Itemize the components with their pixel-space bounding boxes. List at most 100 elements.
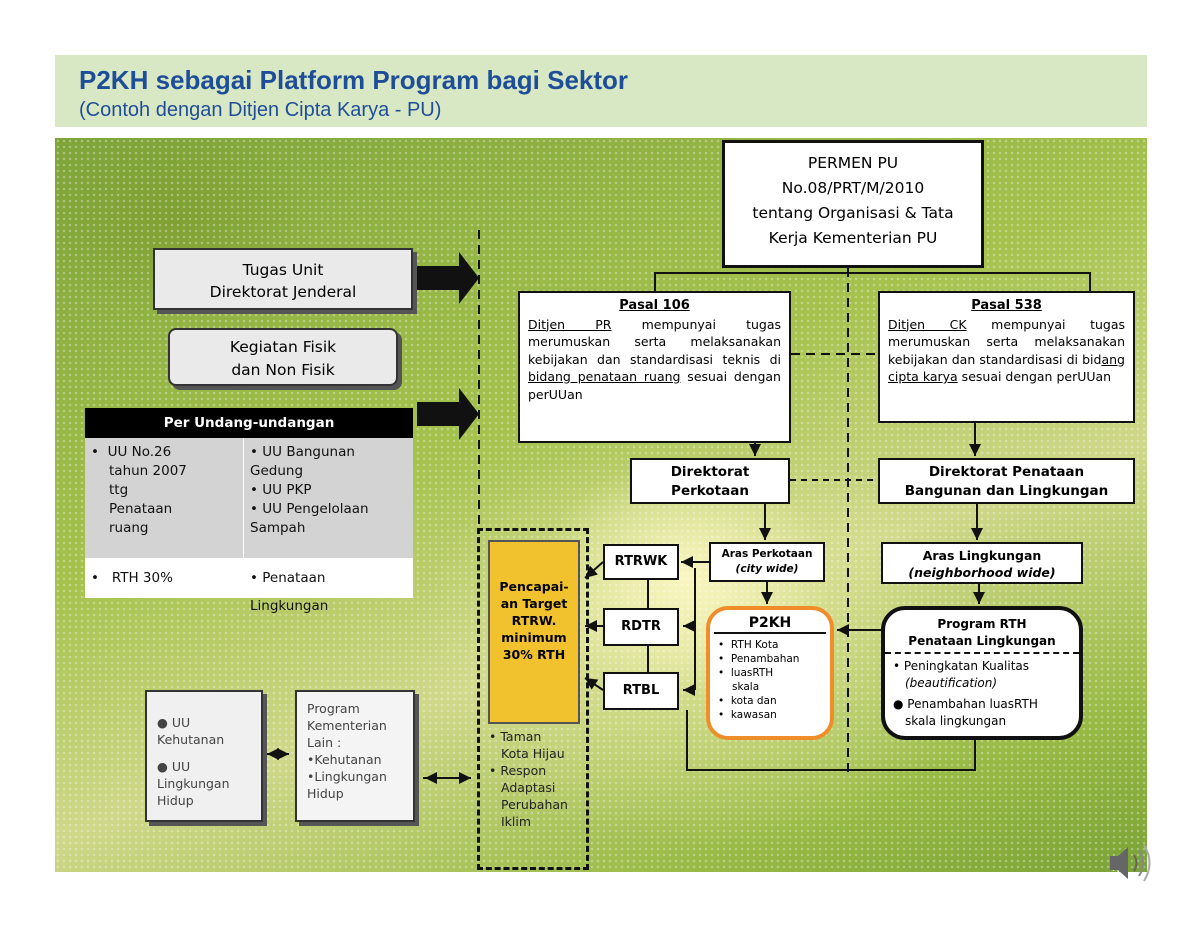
adaptasi-label: Adaptasi bbox=[501, 780, 556, 795]
uu-line2: Kehutanan bbox=[157, 732, 225, 747]
uubg-line1: • UU Bangunan Gedung bbox=[250, 443, 407, 481]
uubg-text2: UU PKP bbox=[262, 482, 312, 498]
uubg-text3: UU Pengelolaan bbox=[262, 501, 369, 517]
uubg-line2: • UU PKP bbox=[250, 481, 407, 500]
direktorat-perkotaan-box: Direktorat Perkotaan bbox=[630, 458, 790, 504]
prog-title: Program RTH Penataan Lingkungan bbox=[893, 616, 1071, 650]
kegiatan-line1: Kegiatan Fisik bbox=[229, 338, 337, 356]
aras2-line2: (neighborhood wide) bbox=[908, 565, 1056, 580]
speaker-icon[interactable] bbox=[1104, 838, 1154, 888]
permen-line1: PERMEN PU bbox=[807, 154, 899, 172]
block-arrow-1 bbox=[417, 252, 479, 304]
p2kh-item2: Penambahan bbox=[730, 653, 800, 665]
rtrwk-box: RTRWK bbox=[603, 544, 679, 580]
permen-line3: tentang Organisasi & Tata bbox=[752, 204, 954, 222]
uu-item-1: ● UU bbox=[157, 715, 191, 730]
prog-line1: Program RTH bbox=[937, 617, 1027, 631]
pencapaian-line2: an Target bbox=[500, 596, 568, 611]
dashed-item-2: • Respon bbox=[489, 763, 547, 778]
uubg-line4: Sampah bbox=[250, 520, 306, 536]
pasal-538-box: Pasal 538 Ditjen CK mempunyai tugas meru… bbox=[878, 291, 1135, 423]
uu-kehutanan-box: ● UU Kehutanan ● UU Lingkungan Hidup bbox=[145, 690, 263, 822]
penataan-bullet: • bbox=[250, 570, 258, 586]
aras-lingkungan-box: Aras Lingkungan (neighborhood wide) bbox=[881, 542, 1083, 584]
pasal-538-text1: mempunyai tugas merumuskan serta melaksa… bbox=[888, 316, 1125, 367]
rth30-text: RTH 30% bbox=[111, 570, 173, 586]
pasal-106-text: Ditjen PR mempunyai tugas merumuskan ser… bbox=[528, 316, 781, 404]
diagram-canvas: PERMEN PU No.08/PRT/M/2010 tentang Organ… bbox=[55, 138, 1147, 872]
pasal-538-text2: sesuai dengan perUUan bbox=[957, 369, 1112, 384]
prog-item1: Peningkatan Kualitas bbox=[903, 659, 1030, 673]
uu-line3: UU bbox=[171, 759, 191, 774]
prog-item2: Penambahan luasRTH bbox=[907, 697, 1038, 711]
aras2-line1: Aras Lingkungan bbox=[922, 548, 1042, 563]
dashed-list: • Taman Kota Hijau • Respon Adaptasi Per… bbox=[489, 728, 589, 830]
p2kh-item-5: • kota dan bbox=[718, 695, 777, 707]
dirb-line2: Bangunan dan Lingkungan bbox=[904, 483, 1109, 499]
connector-lines bbox=[265, 230, 1091, 784]
uu26-line2: tahun 2007 bbox=[109, 463, 187, 479]
uu26-line3: ttg bbox=[109, 482, 129, 498]
uu26-line4: Penataan bbox=[109, 501, 173, 517]
tugas-line1: Tugas Unit bbox=[242, 261, 324, 279]
rth30-bullet: • bbox=[91, 570, 99, 586]
perundangan-cell-penataan: • Penataan Lingkungan bbox=[244, 559, 413, 614]
pasal-106-ditjen: Ditjen PR bbox=[528, 316, 612, 332]
pk-line1: Program bbox=[307, 701, 360, 716]
p2kh-item6: kawasan bbox=[730, 709, 777, 721]
perundangan-cell-rth30: • RTH 30% bbox=[85, 559, 243, 598]
uubg-bullet1: • bbox=[250, 444, 258, 460]
p2kh-item1: RTH Kota bbox=[730, 639, 779, 651]
uu-line5: Hidup bbox=[157, 793, 194, 808]
p2kh-item-1: • RTH Kota bbox=[718, 639, 779, 651]
pencapaian-line3: RTRW. bbox=[511, 613, 557, 628]
slide-subtitle: (Contoh dengan Ditjen Cipta Karya - PU) bbox=[79, 99, 442, 121]
p2kh-item4: skala bbox=[732, 681, 760, 693]
aras-perkotaan-box: Aras Perkotaan (city wide) bbox=[709, 542, 825, 582]
p2kh-title: P2KH bbox=[714, 614, 826, 634]
pk-line5: •Lingkungan bbox=[307, 769, 387, 784]
tugas-unit-box: Tugas Unit Direktorat Jenderal bbox=[153, 248, 413, 310]
prog-item2b: skala lingkungan bbox=[905, 714, 1007, 728]
p2kh-item3: luasRTH bbox=[730, 667, 774, 679]
aras1-line1: Aras Perkotaan bbox=[721, 548, 813, 560]
taman-label: Taman bbox=[500, 729, 542, 744]
pasal-106-bidang: bidang penataan ruang bbox=[528, 369, 681, 384]
perundangan-table: Per Undang-undangan • UU No.26 tahun 200… bbox=[85, 408, 413, 614]
dirb-line1: Direktorat Penataan bbox=[928, 464, 1085, 480]
pasal-106-text1: mempunyai tugas merumuskan serta melaksa… bbox=[528, 316, 781, 367]
uu-line1: UU bbox=[171, 715, 191, 730]
uu26-line: • UU No.26 bbox=[91, 443, 237, 462]
pencapaian-line5: 30% RTH bbox=[502, 647, 566, 662]
perundangan-cell-uu26: • UU No.26 tahun 2007 ttg Penataan ruang bbox=[85, 438, 243, 558]
program-kementerian-box: Program Kementerian Lain : •Kehutanan •L… bbox=[295, 690, 415, 822]
prog-divider bbox=[885, 652, 1079, 654]
tugas-line2: Direktorat Jenderal bbox=[209, 283, 357, 301]
direktorat-penataan-box: Direktorat Penataan Bangunan dan Lingkun… bbox=[878, 458, 1135, 504]
p2kh-item-3: • luasRTH bbox=[718, 667, 774, 679]
block-arrow-2 bbox=[417, 388, 479, 440]
penataan-text: Penataan Lingkungan bbox=[250, 570, 329, 614]
kegiatan-line2: dan Non Fisik bbox=[231, 361, 335, 379]
p2kh-item-2: • Penambahan bbox=[718, 653, 800, 665]
pasal-538-heading: Pasal 538 bbox=[971, 298, 1042, 313]
respon-label: Respon bbox=[500, 763, 547, 778]
uu-item-2: ● UU bbox=[157, 759, 191, 774]
uubg-line3: • UU Pengelolaan bbox=[250, 500, 407, 519]
uu26-line1: UU No.26 bbox=[107, 444, 172, 460]
rtbl-box: RTBL bbox=[603, 672, 679, 710]
perundangan-cell-uubg: • UU Bangunan Gedung • UU PKP • UU Penge… bbox=[244, 438, 413, 558]
iklim-label: Iklim bbox=[501, 814, 532, 829]
pencapaian-line4: minimum bbox=[501, 630, 567, 645]
pk-line3: Lain : bbox=[307, 735, 342, 750]
p2kh-item5: kota dan bbox=[730, 695, 777, 707]
pencapaian-target-box: Pencapai- an Target RTRW. minimum 30% RT… bbox=[488, 540, 580, 724]
dashed-target-group bbox=[477, 528, 589, 870]
rdtr-box: RDTR bbox=[603, 608, 679, 646]
pasal-538-bidang: ang cipta karya bbox=[888, 351, 1125, 385]
prog-item1-line: • Peningkatan Kualitas bbox=[893, 659, 1030, 673]
aras1-line2: (city wide) bbox=[735, 563, 799, 575]
p2kh-box: P2KH • RTH Kota • Penambahan • luasRTH s… bbox=[706, 606, 834, 740]
pk-line4: •Kehutanan bbox=[307, 752, 382, 767]
permen-line4: Kerja Kementerian PU bbox=[768, 229, 938, 247]
